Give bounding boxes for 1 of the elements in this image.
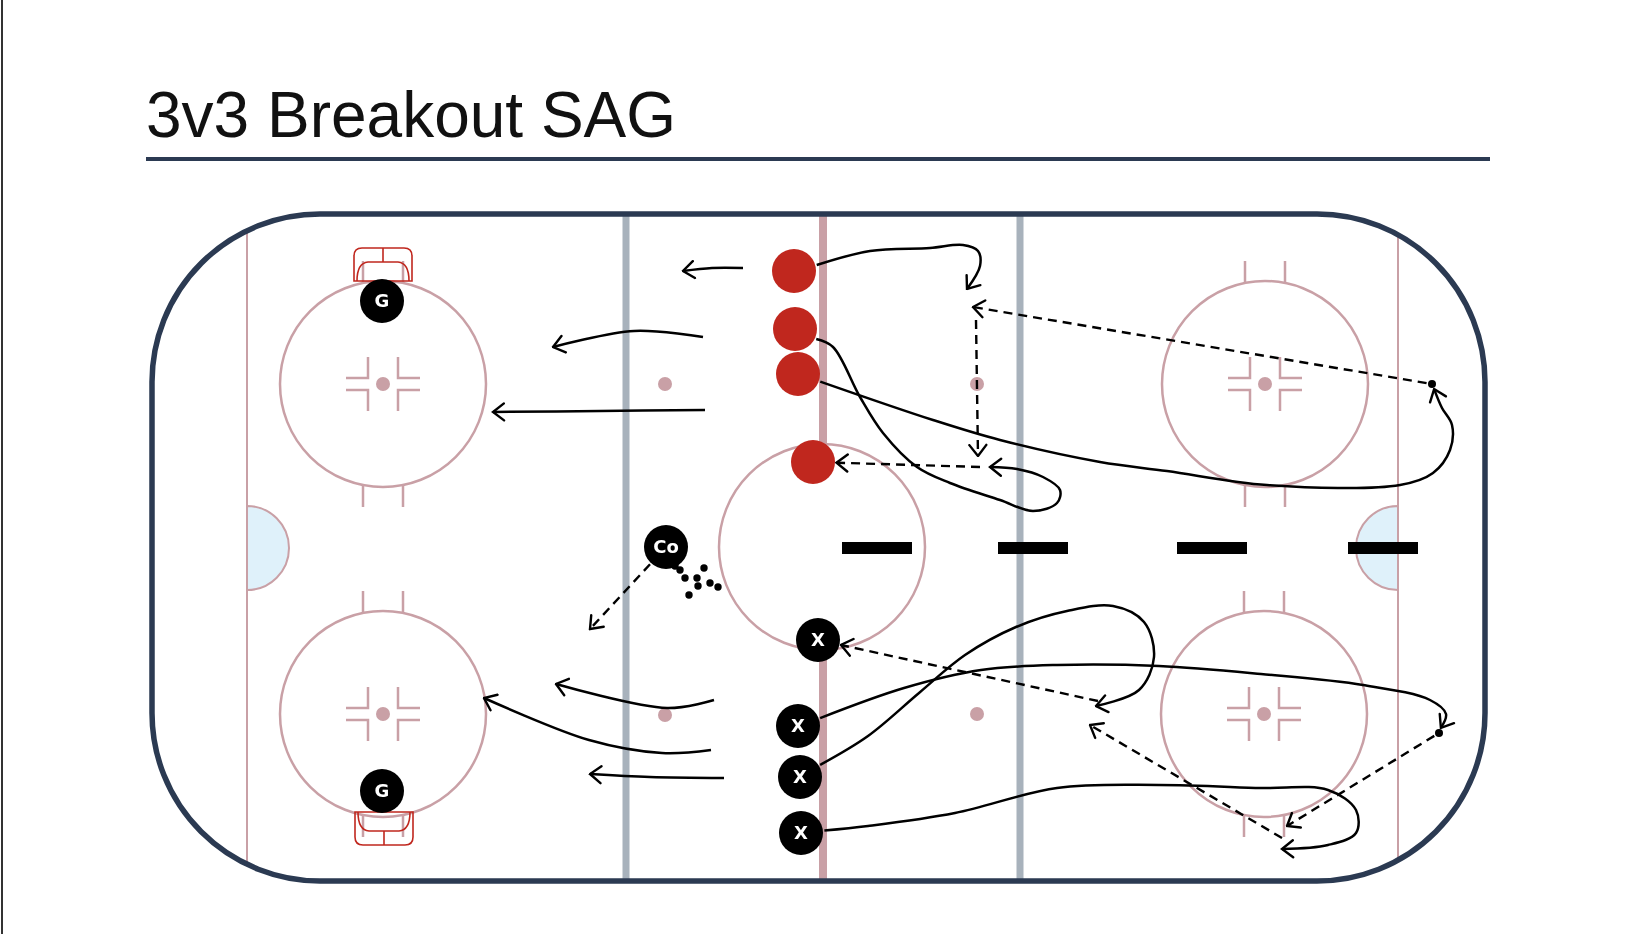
title: 3v3 Breakout SAG [146,83,677,147]
